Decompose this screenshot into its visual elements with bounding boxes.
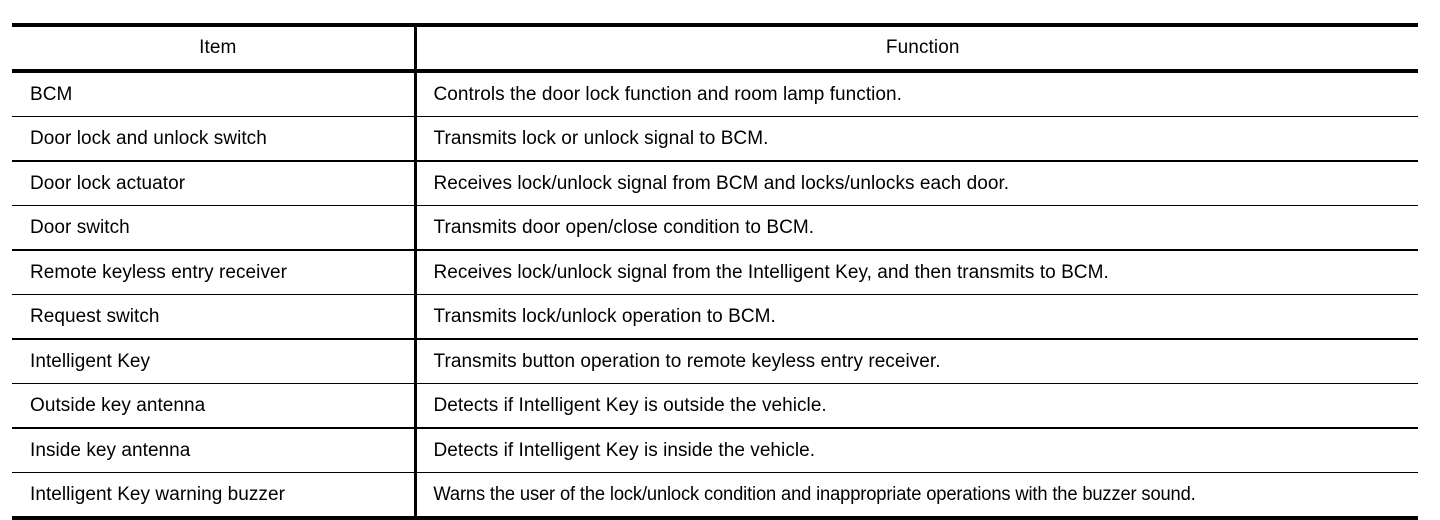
row-item-cell: Intelligent Key warning buzzer	[12, 472, 415, 520]
row-item-label: Outside key antenna	[30, 394, 206, 416]
row-item-label: Inside key antenna	[30, 439, 191, 461]
row-item-label: Intelligent Key warning buzzer	[30, 483, 285, 505]
table-body: BCM Controls the door lock function and …	[12, 71, 1418, 520]
row-function-label: Warns the user of the lock/unlock condit…	[432, 483, 1196, 505]
row-item-cell: Remote keyless entry receiver	[12, 250, 415, 295]
table-row: Door lock actuator Receives lock/unlock …	[12, 161, 1418, 206]
table-row: Outside key antenna Detects if Intellige…	[12, 383, 1418, 429]
table-header-row: Item Function	[12, 23, 1418, 73]
table-row: Request switch Transmits lock/unlock ope…	[12, 294, 1418, 340]
row-function-label: Detects if Intelligent Key is outside th…	[433, 394, 827, 416]
table-row: Door switch Transmits door open/close co…	[12, 205, 1418, 251]
row-function-cell: Transmits lock/unlock operation to BCM.	[413, 294, 1418, 340]
row-item-label: Remote keyless entry receiver	[30, 261, 287, 283]
row-item-cell: Intelligent Key	[12, 339, 415, 384]
row-item-label: Request switch	[30, 305, 160, 327]
row-function-label: Transmits door open/close condition to B…	[433, 216, 815, 238]
item-function-table: Item Function BCM Controls the door lock…	[12, 23, 1418, 520]
column-header-item: Item	[12, 23, 415, 73]
table-row: Remote keyless entry receiver Receives l…	[12, 250, 1418, 295]
row-function-cell: Receives lock/unlock signal from the Int…	[413, 250, 1418, 295]
table-row: BCM Controls the door lock function and …	[12, 71, 1418, 117]
row-item-cell: Outside key antenna	[12, 383, 415, 429]
row-function-label: Transmits button operation to remote key…	[433, 350, 941, 372]
table-row: Door lock and unlock switch Transmits lo…	[12, 116, 1418, 162]
row-function-label: Receives lock/unlock signal from BCM and…	[433, 172, 1010, 194]
row-function-cell: Detects if Intelligent Key is outside th…	[413, 383, 1418, 429]
row-function-cell: Transmits button operation to remote key…	[413, 339, 1418, 384]
row-item-label: BCM	[30, 83, 73, 105]
row-function-label: Receives lock/unlock signal from the Int…	[433, 261, 1109, 283]
row-function-label: Transmits lock or unlock signal to BCM.	[433, 127, 769, 149]
row-function-cell: Transmits door open/close condition to B…	[413, 205, 1418, 251]
row-item-cell: Door lock and unlock switch	[12, 116, 415, 162]
column-header-function: Function	[413, 23, 1418, 73]
row-item-cell: BCM	[12, 71, 415, 117]
row-function-label: Controls the door lock function and room…	[433, 83, 902, 105]
row-function-cell: Detects if Intelligent Key is inside the…	[413, 428, 1418, 473]
row-item-cell: Request switch	[12, 294, 415, 340]
row-item-cell: Door lock actuator	[12, 161, 415, 206]
row-function-label: Transmits lock/unlock operation to BCM.	[433, 305, 776, 327]
row-function-cell: Warns the user of the lock/unlock condit…	[413, 472, 1418, 520]
table-row: Intelligent Key warning buzzer Warns the…	[12, 472, 1418, 520]
row-function-label: Detects if Intelligent Key is inside the…	[433, 439, 816, 461]
table-row: Inside key antenna Detects if Intelligen…	[12, 428, 1418, 473]
row-item-label: Door switch	[30, 216, 130, 238]
table-header: Item Function	[12, 23, 1418, 73]
row-function-cell: Receives lock/unlock signal from BCM and…	[413, 161, 1418, 206]
row-item-label: Door lock and unlock switch	[30, 127, 267, 149]
row-item-label: Door lock actuator	[30, 172, 186, 194]
row-item-label: Intelligent Key	[30, 350, 151, 372]
row-item-cell: Inside key antenna	[12, 428, 415, 473]
row-item-cell: Door switch	[12, 205, 415, 251]
row-function-cell: Transmits lock or unlock signal to BCM.	[413, 116, 1418, 162]
table-row: Intelligent Key Transmits button operati…	[12, 339, 1418, 384]
document-page: Item Function BCM Controls the door lock…	[12, 23, 1418, 520]
column-header-function-label: Function	[885, 37, 960, 58]
row-function-cell: Controls the door lock function and room…	[413, 71, 1418, 117]
column-header-item-label: Item	[199, 37, 237, 58]
